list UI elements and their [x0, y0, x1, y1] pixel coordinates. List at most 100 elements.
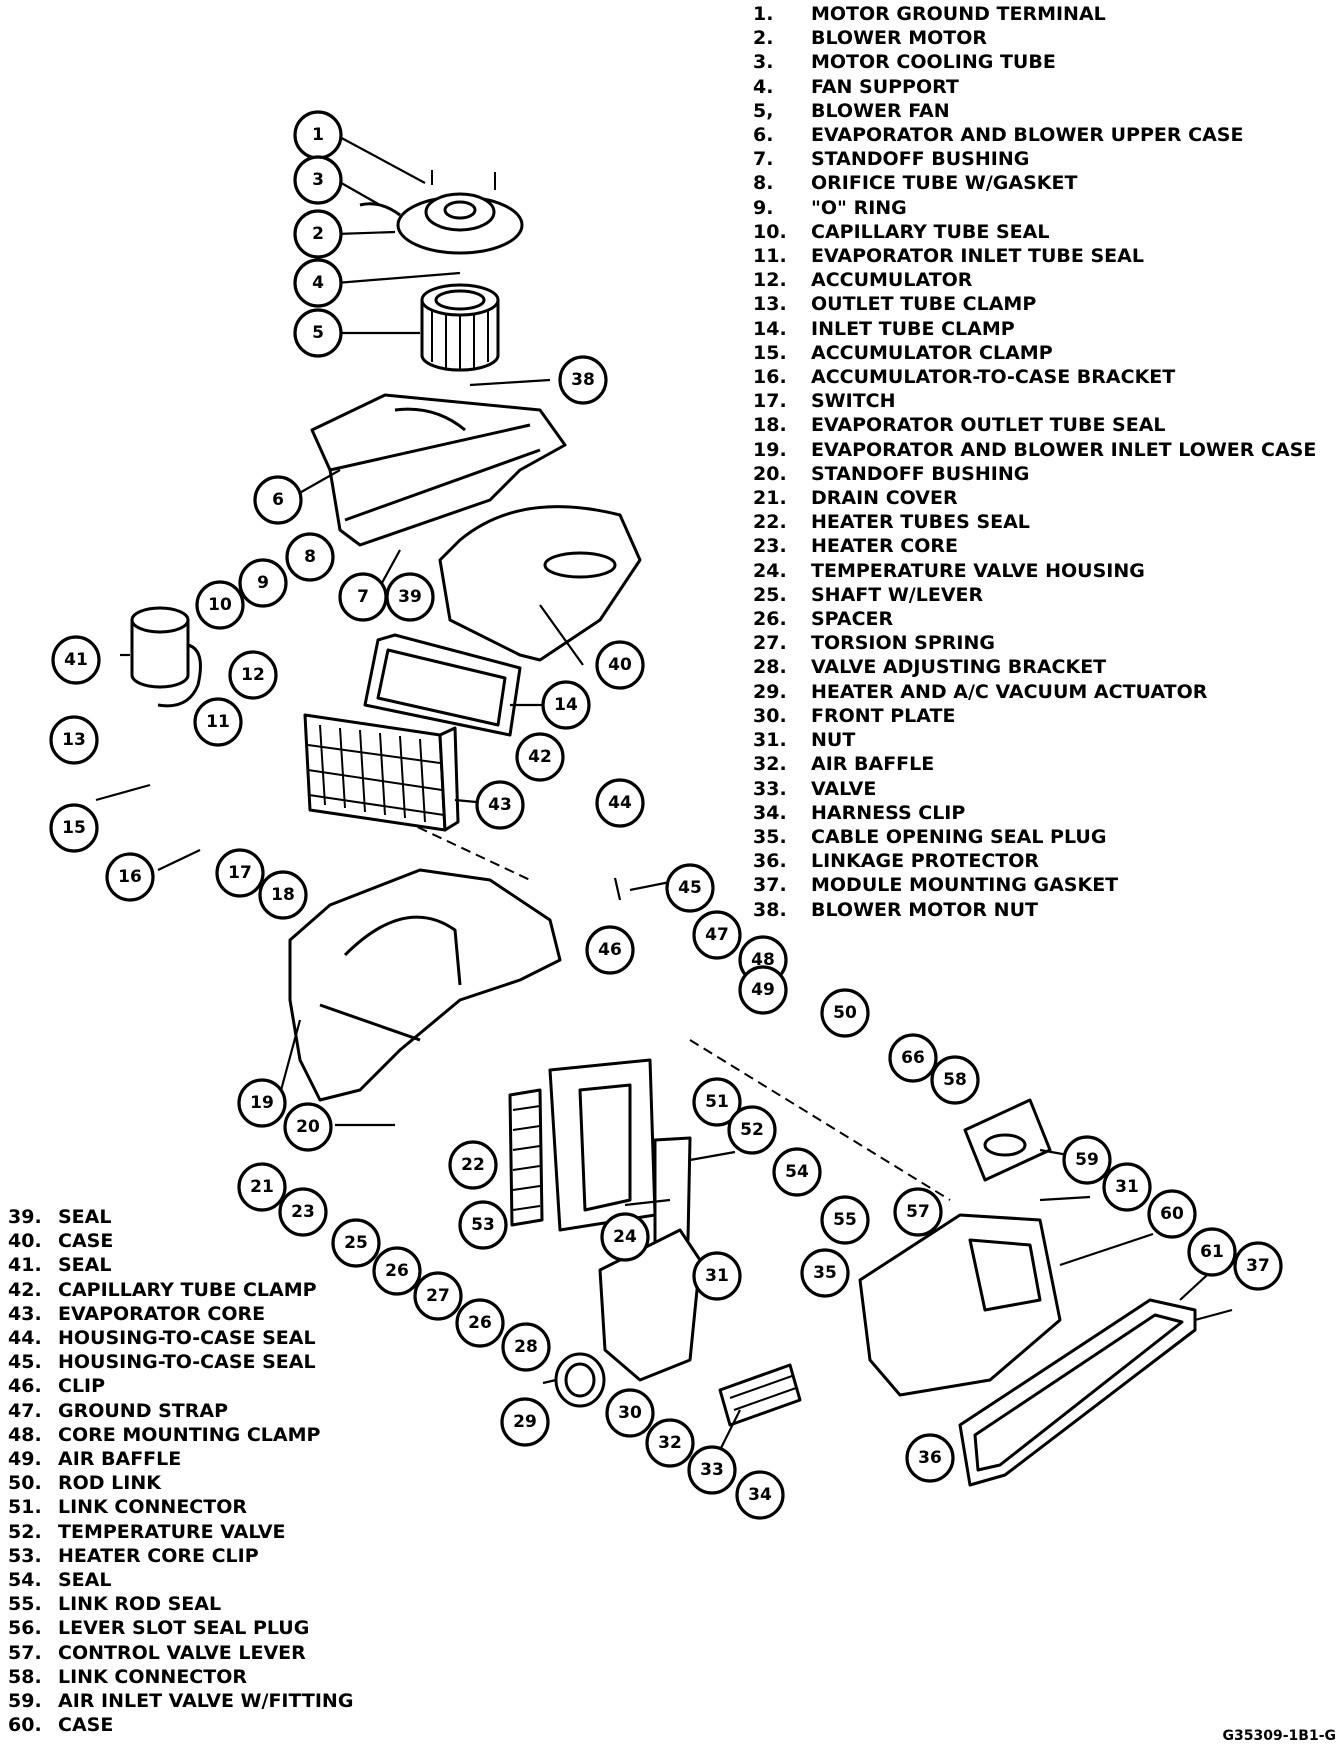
callout-number: 39 — [398, 587, 422, 607]
legend-item: 47.GROUND STRAP — [8, 1399, 353, 1423]
callout-number: 18 — [271, 885, 295, 905]
legend-label: STANDOFF BUSHING — [811, 148, 1030, 171]
callout-circle — [687, 1445, 737, 1495]
legend-item: 15.ACCUMULATOR CLAMP — [753, 341, 1316, 365]
callout-number: 14 — [554, 695, 578, 715]
legend-number: 33. — [753, 777, 787, 800]
callout-number: 27 — [426, 1286, 450, 1306]
legend-label: ACCUMULATOR — [811, 269, 973, 292]
legend-number: 37. — [753, 874, 787, 897]
callout-21: 21 — [237, 1162, 287, 1212]
legend-label: INLET TUBE CLAMP — [811, 317, 1015, 340]
legend-item: 6.EVAPORATOR AND BLOWER UPPER CASE — [753, 123, 1316, 147]
legend-label: SWITCH — [811, 390, 896, 413]
callout-circle — [1187, 1227, 1237, 1277]
legend-item: 10.CAPILLARY TUBE SEAL — [753, 220, 1316, 244]
callout-number: 59 — [1075, 1150, 1099, 1170]
callout-circle — [293, 209, 343, 259]
callout-16: 16 — [105, 852, 155, 902]
legend-label: MOTOR GROUND TERMINAL — [811, 3, 1106, 25]
legend-item: 7. STANDOFF BUSHING — [753, 147, 1316, 171]
callout-number: 1 — [312, 125, 324, 145]
callout-circle — [228, 650, 278, 700]
legend-number: 50. — [8, 1472, 42, 1495]
legend-label: GROUND STRAP — [58, 1399, 228, 1422]
legend-number: 49. — [8, 1448, 42, 1471]
legend-number: 46. — [8, 1375, 42, 1398]
callout-circle — [385, 572, 435, 622]
callout-circle — [51, 635, 101, 685]
legend-number: 58. — [8, 1665, 42, 1688]
valve-33-part — [718, 1363, 802, 1427]
callout-circle — [888, 1033, 938, 1083]
callout-26: 26 — [455, 1298, 505, 1348]
callout-59: 59 — [1062, 1135, 1112, 1185]
callout-circle — [237, 1078, 287, 1128]
legend-label: BLOWER MOTOR — [811, 27, 988, 50]
actuator-part — [554, 1352, 606, 1408]
callout-46: 46 — [585, 925, 635, 975]
legend-item: 23.HEATER CORE — [753, 534, 1316, 558]
callout-15: 15 — [49, 803, 99, 853]
lower-case-part — [288, 868, 562, 1102]
callout-23: 23 — [278, 1187, 328, 1237]
legend-number: 15. — [753, 341, 787, 364]
legend-number: 36. — [753, 850, 787, 873]
legend-label: CASE — [58, 1230, 114, 1253]
legend-item: 42.CAPILLARY TUBE CLAMP — [8, 1278, 353, 1302]
legend-item: 43.EVAPORATOR CORE — [8, 1302, 353, 1326]
legend-item: 50.ROD LINK — [8, 1471, 353, 1495]
legend-label: SPACER — [811, 608, 894, 631]
legend-label: BLOWER FAN — [811, 99, 950, 122]
callout-circle — [600, 1212, 650, 1262]
callout-circle — [253, 475, 303, 525]
callout-circle — [515, 732, 565, 782]
legend-item: 5,BLOWER FAN — [753, 99, 1316, 123]
callout-number: 21 — [250, 1177, 274, 1197]
callout-circle — [727, 1105, 777, 1155]
legend-number: 51. — [8, 1496, 42, 1519]
legend-number: 8. — [753, 172, 774, 195]
legend-label: VALVE — [811, 777, 877, 800]
legend-item: 8.ORIFICE TUBE W/GASKET — [753, 171, 1316, 195]
legend-item: 41.SEAL — [8, 1253, 353, 1277]
callout-number: 15 — [62, 818, 86, 838]
legend-item: 38.BLOWER MOTOR NUT — [753, 898, 1316, 922]
legend-label: FRONT PLATE — [811, 704, 956, 727]
legend-item: 28.VALVE ADJUSTING BRACKET — [753, 655, 1316, 679]
callout-circle — [820, 988, 870, 1038]
callout-number: 47 — [705, 925, 729, 945]
callout-35: 35 — [800, 1248, 850, 1298]
legend-number: 7. — [753, 148, 774, 171]
callout-number: 19 — [250, 1093, 274, 1113]
callout-number: 55 — [833, 1210, 857, 1230]
legend-number: 60. — [8, 1714, 42, 1737]
legend-item: 40.CASE — [8, 1229, 353, 1253]
accumulator-part — [130, 606, 202, 708]
callout-4: 4 — [293, 258, 343, 308]
legend-item: 13.OUTLET TUBE CLAMP — [753, 292, 1316, 316]
callout-number: 32 — [658, 1433, 682, 1453]
legend-label: MODULE MOUNTING GASKET — [811, 874, 1119, 897]
legend-number: 17. — [753, 390, 787, 413]
legend-label: LINK CONNECTOR — [58, 1496, 247, 1519]
legend-number: 44. — [8, 1327, 42, 1350]
callout-number: 66 — [901, 1048, 925, 1068]
legend-item: 20.STANDOFF BUSHING — [753, 462, 1316, 486]
callout-31: 31 — [1102, 1162, 1152, 1212]
callout-8: 8 — [285, 532, 335, 582]
callout-number: 51 — [705, 1092, 729, 1112]
callout-circle — [49, 715, 99, 765]
legend-label: OUTLET TUBE CLAMP — [811, 293, 1037, 316]
callout-circle — [772, 1147, 822, 1197]
legend-item: 39.SEAL — [8, 1205, 353, 1229]
callout-6: 6 — [253, 475, 303, 525]
callout-circle — [331, 1218, 381, 1268]
legend-number: 27. — [753, 632, 787, 655]
callout-5: 5 — [293, 308, 343, 358]
legend-item: 49.AIR BAFFLE — [8, 1447, 353, 1471]
callout-54: 54 — [772, 1147, 822, 1197]
callout-circle — [285, 532, 335, 582]
legend-item: 4.FAN SUPPORT — [753, 75, 1316, 99]
